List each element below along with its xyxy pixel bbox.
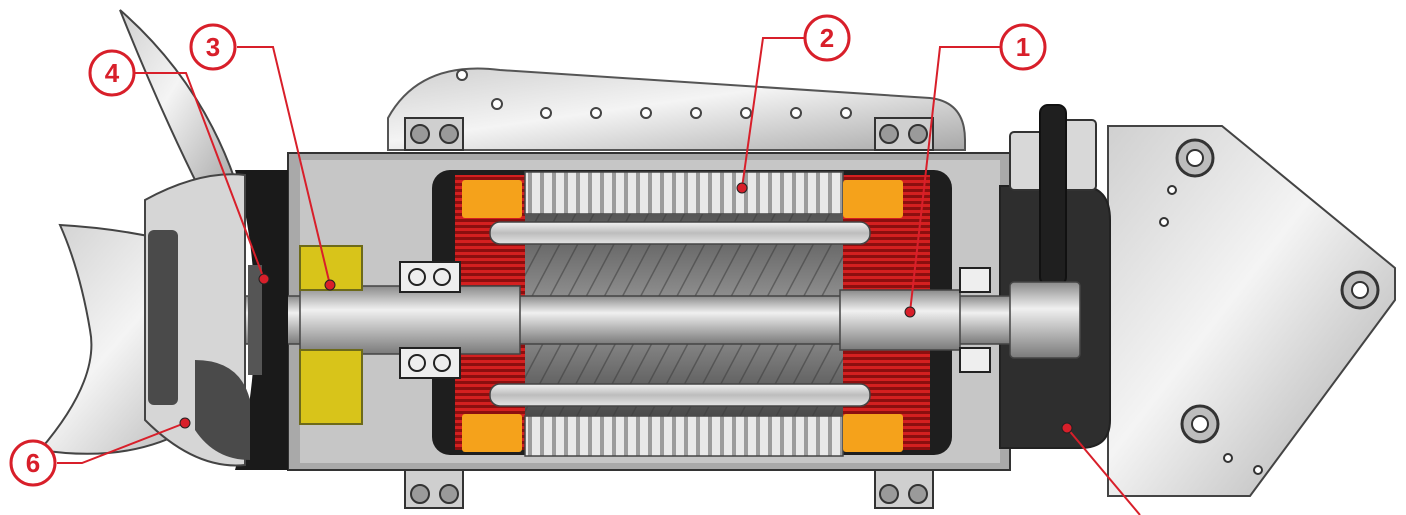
callout-line-3 <box>237 46 331 286</box>
callout-line-6 <box>57 422 186 464</box>
callout-line-1 <box>909 46 1000 313</box>
callout-badge-3: 3 <box>189 23 237 71</box>
callout-label-4: 4 <box>105 58 120 88</box>
right-mounting-plate <box>1107 125 1396 497</box>
propeller <box>38 9 250 467</box>
callout-line-5 <box>1066 427 1141 515</box>
callout-line-2 <box>741 37 805 189</box>
callout-dots <box>179 182 1073 434</box>
bottom-mounting-feet <box>404 469 934 509</box>
callout-label-6: 6 <box>26 448 40 478</box>
lip-seal <box>235 170 288 470</box>
callout-label-1: 1 <box>1016 32 1030 62</box>
bearings <box>399 261 991 379</box>
callout-label-2: 2 <box>820 23 834 53</box>
bracket-holes <box>456 69 852 119</box>
callout-badge-6: 6 <box>9 439 57 487</box>
callout-badge-2: 2 <box>803 14 851 62</box>
callout-line-4 <box>134 72 265 280</box>
callout-label-3: 3 <box>206 32 220 62</box>
callout-lines <box>57 37 1141 515</box>
callout-badge-1: 1 <box>999 23 1047 71</box>
top-mounting-bracket <box>387 67 966 151</box>
bracket-bolts <box>404 117 934 151</box>
callout-badge-4: 4 <box>88 49 136 97</box>
